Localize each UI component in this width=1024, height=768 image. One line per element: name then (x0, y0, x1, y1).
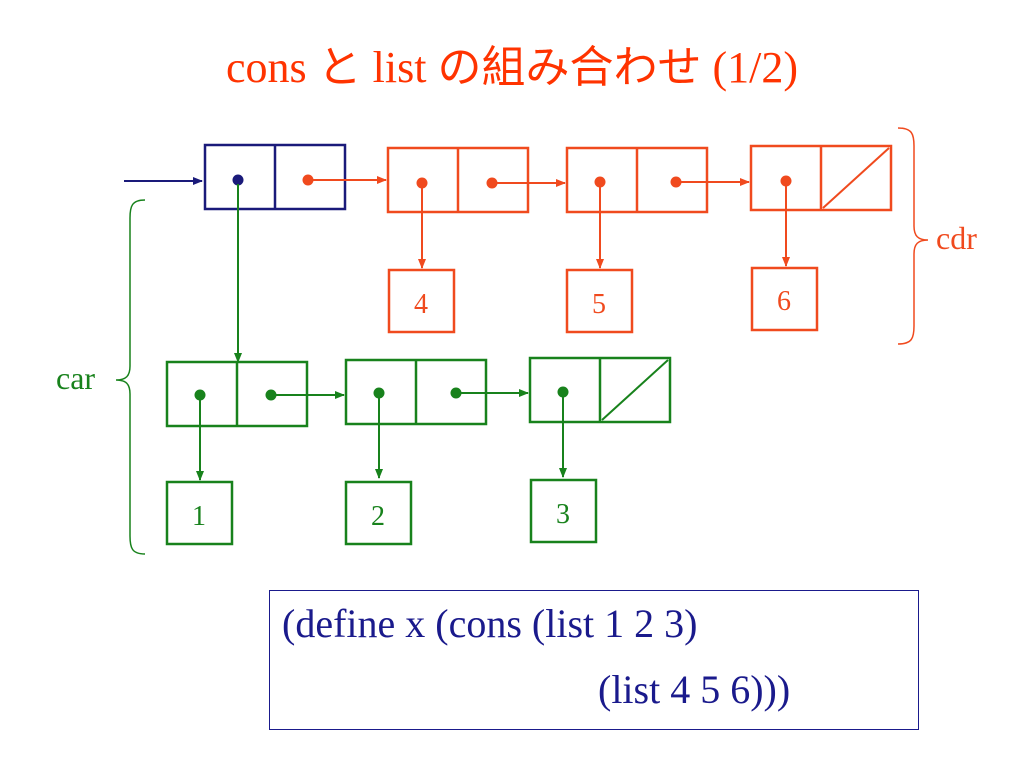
cdr-value-box-6 (750, 266, 819, 332)
car-value-2: 2 (371, 501, 385, 532)
car-value-box-2 (344, 480, 413, 546)
cdr-value-box-5 (565, 268, 634, 334)
car-value-box-3 (529, 478, 598, 544)
car-brace (115, 199, 146, 555)
cdr-cell-3-nil-slash (822, 147, 890, 209)
code-box: (define x (cons (list 1 2 3) (list 4 5 6… (269, 590, 919, 730)
cdr-value-5: 5 (592, 289, 606, 320)
title-part-page: (1/2) (701, 43, 798, 92)
car-value-box-1 (165, 480, 234, 546)
car-cell-3-nil-slash (601, 359, 669, 421)
code-line-1: (define x (cons (list 1 2 3) (282, 601, 698, 646)
car-label: car (56, 360, 95, 396)
cdr-cell-2 (565, 146, 709, 214)
slide-title: cons と list の組み合わせ (1/2) (0, 38, 1024, 98)
cdr-value-4: 4 (414, 289, 428, 320)
title-part-cons: cons (226, 43, 318, 92)
car-cell-3 (528, 356, 672, 424)
cdr-cell-3 (749, 144, 893, 212)
box-pointer-diagram: 4 5 6 cdr 1 2 3 car (56, 127, 977, 555)
car-value-3: 3 (556, 499, 570, 530)
code-line-2: (list 4 5 6))) (598, 667, 791, 712)
cdr-brace (897, 127, 929, 345)
cdr-cell-1 (386, 146, 530, 214)
head-cons-cell (203, 143, 347, 211)
title-part-list: list (361, 43, 438, 92)
cdr-value-6: 6 (777, 286, 791, 317)
cdr-value-box-4 (387, 268, 456, 334)
cdr-label: cdr (936, 220, 977, 256)
title-part-to: と (317, 43, 362, 92)
car-value-1: 1 (192, 501, 206, 532)
head-car-pointer (232, 174, 244, 186)
title-part-combination: の組み合わせ (437, 43, 702, 92)
